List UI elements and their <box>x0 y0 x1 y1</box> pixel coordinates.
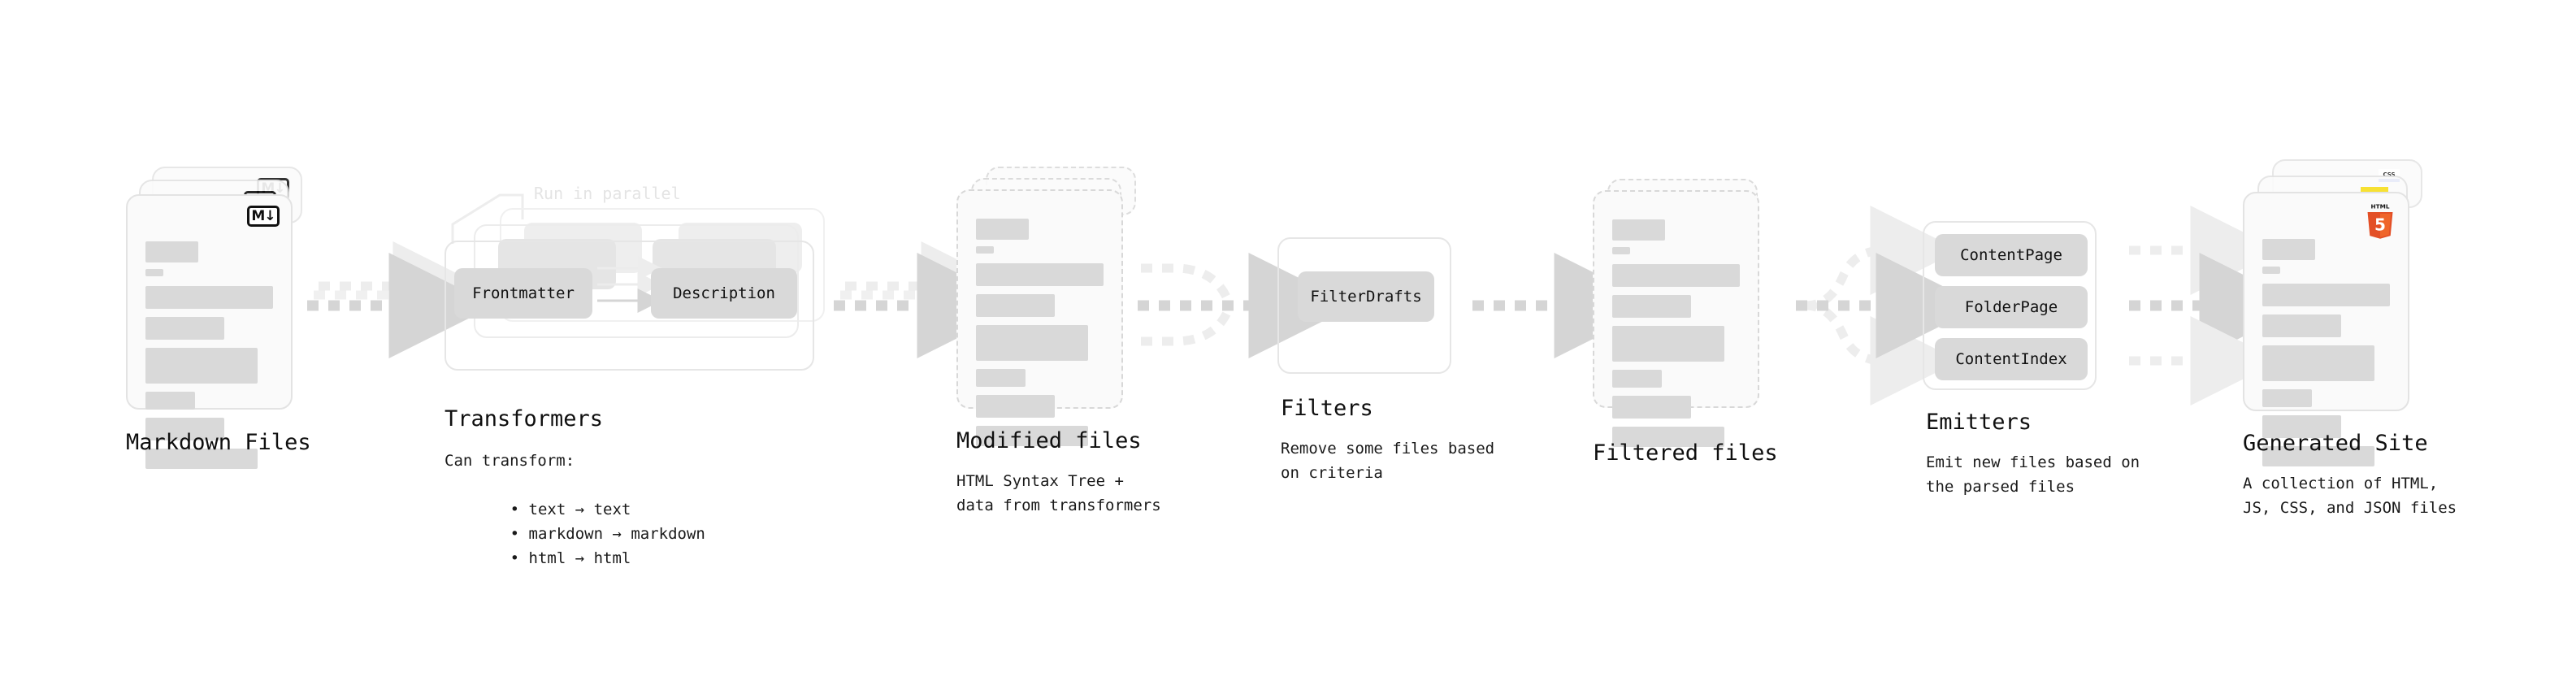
transformers-bullet-2: • html → html <box>510 549 631 567</box>
emitter-chip-folderpage[interactable]: FolderPage <box>1935 286 2088 328</box>
html5-badge: HTML 5 <box>2364 202 2396 239</box>
modified-card-front <box>956 189 1123 446</box>
markdown-placeholder-lines <box>145 235 273 469</box>
stage-modified-files: Modified files HTML Syntax Tree + data f… <box>956 167 1161 514</box>
emitter-chip-contentindex[interactable]: ContentIndex <box>1935 338 2088 380</box>
markdown-badge: M↓ <box>247 206 280 227</box>
site-card-front-html: HTML 5 <box>2243 192 2409 466</box>
filtered-file-stack <box>1593 179 1788 447</box>
stage-filtered-files: Filtered files <box>1593 179 1788 466</box>
filtered-card-front <box>1593 190 1759 447</box>
emitter-chip-contentpage[interactable]: ContentPage <box>1935 234 2088 276</box>
filters-caption: Remove some files based on criteria <box>1281 440 1495 482</box>
stage-markdown-files: M↓ M↓ M↓ <box>126 167 321 469</box>
transformers-bullet-1: • markdown → markdown <box>510 525 705 543</box>
svg-text:5: 5 <box>2374 215 2386 235</box>
generated-site-stack: CSS HTML 5 <box>2243 159 2446 466</box>
stage-emitters: ContentPage FolderPage ContentIndex Emit… <box>1923 221 2140 496</box>
bullet-dot: • <box>510 549 529 567</box>
emitters-caption: Emit new files based on the parsed files <box>1926 453 2140 496</box>
html5-shield-icon: HTML 5 <box>2367 202 2393 239</box>
modified-placeholder-lines <box>976 212 1104 446</box>
transformers-title: Transformers <box>445 406 604 432</box>
stage-filters: FilterDrafts Filters Remove some files b… <box>1277 237 1494 482</box>
filtered-placeholder-lines <box>1612 213 1740 447</box>
filters-title: Filters <box>1281 396 1373 421</box>
markdown-card-front: M↓ <box>126 194 293 469</box>
filters-container: FilterDrafts <box>1277 237 1451 374</box>
generated-site-caption: A collection of HTML, JS, CSS, and JSON … <box>2243 475 2457 517</box>
modified-files-title: Modified files <box>956 428 1142 453</box>
connector-emitters-to-site <box>2129 206 2305 406</box>
transformer-chip-frontmatter[interactable]: Frontmatter <box>454 268 592 319</box>
filtered-files-title: Filtered files <box>1593 440 1778 466</box>
connector-markdown-to-transformers <box>307 241 495 358</box>
emitters-title: Emitters <box>1926 410 2032 435</box>
transformers-caption: Can transform: <box>445 452 575 470</box>
connector-modified-to-filters <box>1138 253 1355 358</box>
modified-file-stack <box>956 167 1151 446</box>
markdown-file-stack: M↓ M↓ M↓ <box>126 167 321 469</box>
connector-filtered-to-emitters <box>1796 206 1982 406</box>
run-in-parallel-label: Run in parallel <box>534 184 681 203</box>
connector-transformers-to-modified <box>834 241 1023 358</box>
transformer-container-front: Frontmatter Description <box>445 241 814 371</box>
modified-files-caption: HTML Syntax Tree + data from transformer… <box>956 472 1161 514</box>
bullet-dot: • <box>510 525 529 543</box>
generated-site-title: Generated Site <box>2243 431 2428 456</box>
svg-text:HTML: HTML <box>2371 202 2390 210</box>
transformer-internal-arrows <box>597 256 662 313</box>
site-placeholder-lines <box>2262 232 2390 466</box>
run-in-parallel-bracket <box>451 193 524 244</box>
stage-generated-site: CSS HTML 5 <box>2243 159 2457 517</box>
emitters-container: ContentPage FolderPage ContentIndex <box>1923 221 2097 390</box>
markdown-files-title: Markdown Files <box>126 430 311 455</box>
bullet-dot: • <box>510 501 529 518</box>
filter-chip-filterdrafts[interactable]: FilterDrafts <box>1298 271 1434 322</box>
transformer-chip-description[interactable]: Description <box>651 268 797 319</box>
transformers-bullet-0: • text → text <box>510 501 631 518</box>
